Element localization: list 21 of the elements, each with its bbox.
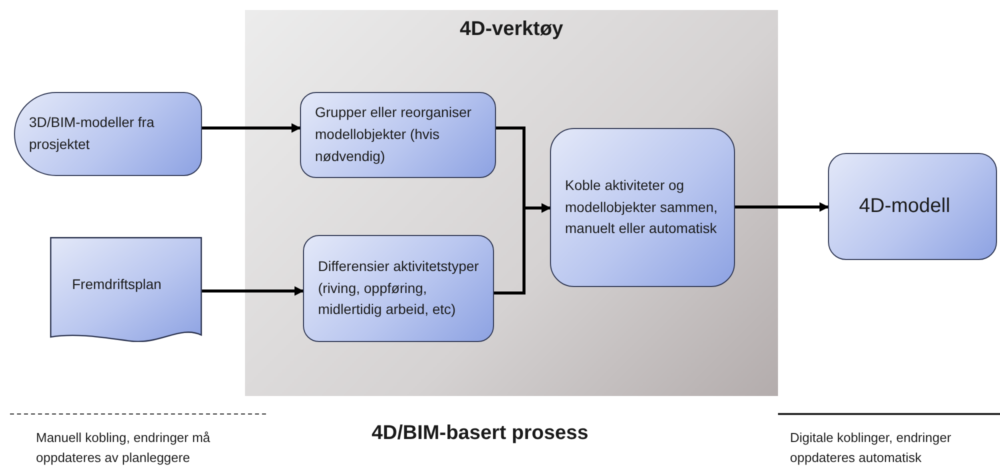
arrow (202, 286, 304, 296)
legend-text: Manuell kobling, endringer må oppdateres av planleggere (36, 429, 212, 468)
tool-panel (245, 10, 778, 396)
document-shape (50, 237, 202, 342)
panel-heading: 4D-verktøy (458, 18, 564, 41)
process-box (300, 92, 496, 178)
node-label: 3D/BIM-modeller fra prosjektet (29, 113, 156, 154)
node-label: Grupper eller reorganiser modellobjekter (hvis nødvendig) (315, 103, 472, 166)
diagram-title: 4D/BIM-basert prosess (370, 422, 590, 445)
arrow (494, 203, 551, 294)
legend-text: Digitale koblinger, endringer oppdateres automatisk (790, 429, 952, 468)
arrow (735, 202, 829, 212)
node-label: Fremdriftsplan (72, 274, 162, 294)
node-label: Koble aktiviteter og modellobjekter sammen, manuelt eller automatisk (565, 176, 719, 238)
arrow (202, 123, 301, 133)
process-box (828, 153, 997, 260)
terminator-shape (14, 92, 202, 176)
process-box (550, 128, 735, 287)
process-box (303, 235, 494, 342)
node-label: Differensier aktivitetstyper (riving, oppføring, midlertidig arbeid, etc) (318, 256, 479, 320)
node-label: 4D-modell (859, 194, 950, 219)
